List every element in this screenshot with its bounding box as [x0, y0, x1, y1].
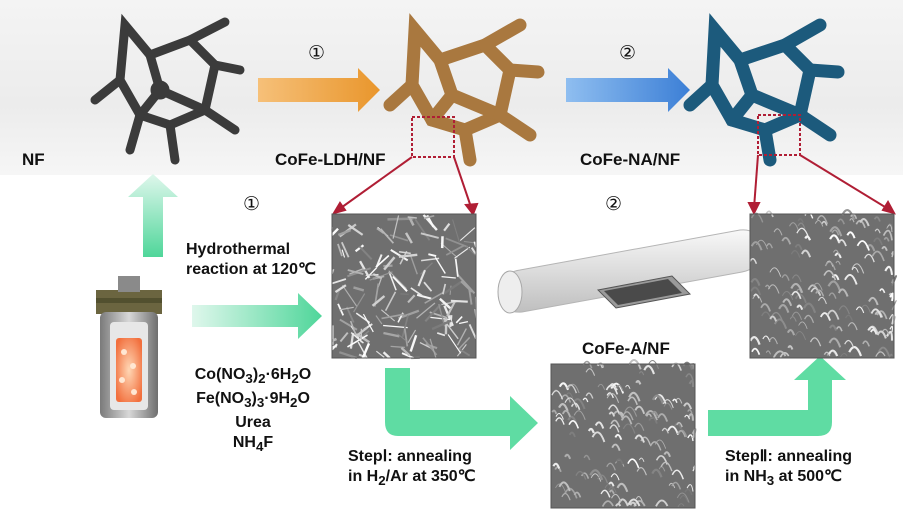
sem-a [550, 359, 697, 509]
label-cofe-na: CoFe-NA/NF [580, 150, 681, 169]
top-arrow-1 [258, 68, 380, 112]
step1-line1: StepⅠ: annealing [348, 448, 472, 465]
ldh-zoom-box [411, 116, 455, 158]
nf-foam [90, 13, 245, 165]
hydrothermal-text: Hydrothermal reaction at 120℃ [186, 240, 316, 280]
top-arrow-2 [566, 68, 690, 112]
hydrothermal-line1: Hydrothermal [186, 241, 291, 258]
reagent-fe: Fe(NO3)3·9H2O [196, 390, 310, 411]
label-nf: NF [22, 150, 45, 169]
down-green-arrow [128, 174, 178, 257]
na-zoom-box [757, 114, 801, 156]
reagent-urea: Urea [235, 414, 271, 432]
na-foam [683, 13, 845, 167]
reagent-co: Co(NO3)2·6H2O [194, 366, 312, 387]
step-top-1: ① [308, 43, 326, 64]
autoclave [96, 276, 162, 418]
step1-text: StepⅠ: annealing in H2/Ar at 350℃ [348, 447, 476, 491]
step1-arrow [385, 368, 538, 450]
label-cofe-ldh: CoFe-LDH/NF [275, 150, 386, 169]
step2-line1: StepⅡ: annealing [725, 448, 852, 465]
label-cofe-a: CoFe-A/NF [582, 339, 670, 358]
hydrothermal-line2: reaction at 120℃ [186, 261, 317, 278]
step-mid-1: ① [243, 194, 261, 215]
tube-furnace [497, 229, 761, 314]
sem-na [749, 209, 897, 359]
step2-arrow [708, 356, 846, 436]
step2-line2: in NH3 at 500℃ [725, 468, 842, 489]
sem-ldh [331, 213, 477, 360]
step-top-2: ② [619, 43, 637, 64]
zoom-arrows [331, 154, 897, 216]
reagent-nh4f: NH4F [232, 434, 274, 455]
ldh-foam [383, 13, 545, 167]
step-mid-2: ② [605, 194, 623, 215]
reagent-list: Co(NO3)2·6H2O Fe(NO3)3·9H2O Urea NH4F [178, 365, 328, 458]
step1-line2: in H2/Ar at 350℃ [348, 468, 476, 489]
step2-text: StepⅡ: annealing in NH3 at 500℃ [725, 447, 852, 491]
hydrothermal-arrow [192, 293, 322, 339]
